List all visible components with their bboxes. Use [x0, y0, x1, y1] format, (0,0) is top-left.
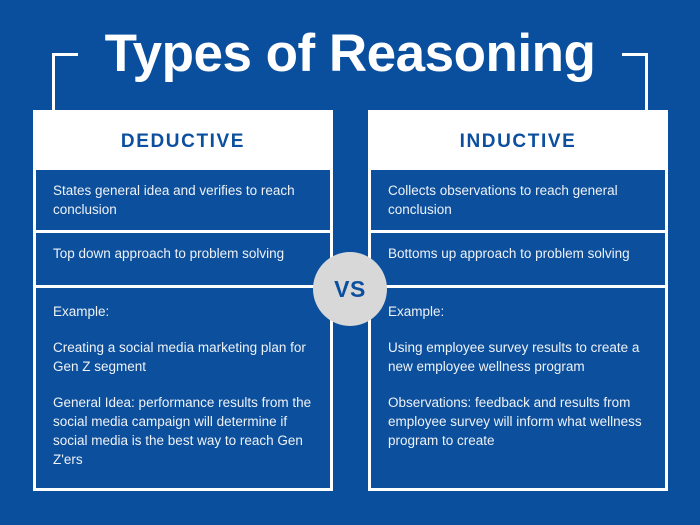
page-title: Types of Reasoning [104, 24, 596, 83]
deductive-example-detail: General Idea: performance results from t… [53, 395, 312, 467]
deductive-point-2: Top down approach to problem solving [36, 233, 330, 285]
bracket-right-vertical [645, 53, 648, 111]
column-deductive: DEDUCTIVE States general idea and verifi… [33, 110, 333, 491]
deductive-point-1: States general idea and verifies to reac… [36, 170, 330, 230]
inductive-point-1: Collects observations to reach general c… [371, 170, 665, 230]
column-header-deductive: DEDUCTIVE [36, 113, 330, 170]
inductive-example-cell: Example: Using employee survey results t… [371, 288, 665, 488]
bracket-corner-left-icon [52, 53, 78, 111]
column-inductive: INDUCTIVE Collects observations to reach… [368, 110, 668, 491]
column-header-inductive: INDUCTIVE [371, 113, 665, 170]
inductive-example-label: Example: [388, 304, 445, 319]
inductive-point-2: Bottoms up approach to problem solving [371, 233, 665, 285]
deductive-example-cell: Example: Creating a social media marketi… [36, 288, 330, 488]
inductive-example-detail: Observations: feedback and results from … [388, 395, 642, 448]
inductive-example-body: Using employee survey results to create … [388, 340, 640, 374]
bracket-left-horizontal [52, 53, 78, 56]
deductive-example-body: Creating a social media marketing plan f… [53, 340, 306, 374]
bracket-left-vertical [52, 53, 55, 111]
bracket-corner-right-icon [622, 53, 648, 111]
bracket-right-horizontal [622, 53, 648, 56]
deductive-example-label: Example: [53, 304, 110, 319]
vs-badge: VS [313, 252, 387, 326]
